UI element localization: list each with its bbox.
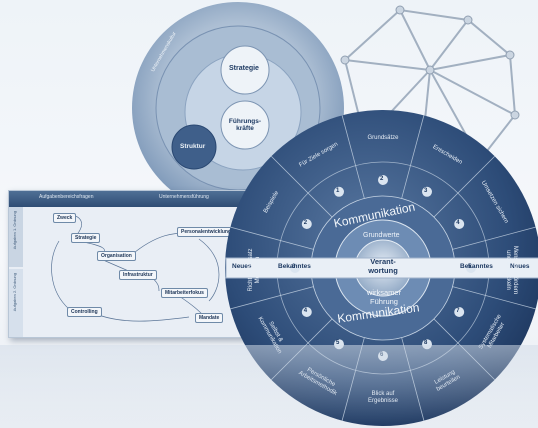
top-wheel-strategie-label: Strategie	[229, 65, 259, 72]
segment-number-dot	[290, 263, 300, 273]
axis-left-inner: Bekanntes	[278, 263, 311, 270]
wheel-spoke	[452, 286, 536, 310]
lower-label: wirksamer Führung	[366, 288, 402, 306]
axis-band	[225, 257, 538, 279]
segment-number: 1	[336, 187, 340, 194]
segment-number: 4	[456, 220, 460, 226]
wheel-spoke	[270, 155, 333, 218]
segment-label: Richtige Einsatz Methoden	[248, 248, 261, 292]
segment-number: 3	[292, 264, 296, 270]
floor-reflection	[0, 345, 538, 428]
top-wheel-struktur-label: Struktur	[180, 143, 206, 150]
flow-node-zweck: Zweck	[53, 213, 77, 223]
flow-node-infrastruktur: Infrastruktur	[119, 270, 157, 280]
flow-node-strategie: Strategie	[71, 233, 101, 243]
segment-number: 5	[468, 264, 472, 270]
segment-number: 4	[303, 308, 308, 314]
segment-number: 2	[380, 176, 384, 182]
segment-number-dot	[301, 219, 312, 229]
flow-node-controlling: Controlling	[67, 307, 102, 317]
segment-number-dot	[378, 175, 388, 185]
flow-node-organisation: Organisation	[97, 251, 136, 261]
flow-chart-card: Aufgabenbereichsfragen Unternehmensführu…	[8, 190, 248, 338]
flow-node-mitarbeiterfokus: Mitarbeiterfokus	[161, 288, 208, 298]
wheel-spoke	[452, 226, 536, 250]
wheel-spoke	[230, 226, 314, 250]
wheel-spoke	[401, 115, 425, 199]
segment-number: 2	[303, 220, 308, 226]
flow-node-mandate: Mandate	[195, 313, 224, 323]
struktur-circle	[171, 124, 217, 170]
flow-header-right: Unternehmensführung	[159, 194, 209, 200]
flow-side-top: Aufgaben 1. Ordnung	[9, 207, 23, 267]
segment-label: Menschen fördern und entwickeln	[505, 245, 518, 295]
flow-chart-header: Aufgabenbereichsfragen Unternehmensführu…	[9, 191, 247, 207]
grundwerte-label: Grundwerte	[363, 232, 400, 239]
flow-side-bottom: Aufgaben 2. Ordnung	[9, 269, 23, 337]
axis-right-outer: Neues	[510, 263, 530, 270]
segment-number-dot	[334, 186, 344, 197]
segment-number: 8	[424, 340, 428, 347]
wheel-spoke	[230, 286, 314, 310]
flow-header-left: Aufgabenbereichsfragen	[39, 194, 94, 200]
segment-label: Grundsätze	[367, 135, 399, 141]
segment-number: 7	[456, 308, 460, 314]
wheel-spoke	[341, 115, 365, 199]
segment-number-dot	[454, 219, 465, 229]
axis-left-outer: Neues	[232, 263, 252, 270]
segment-number: 5	[336, 340, 340, 347]
segment-number-dot	[422, 186, 432, 197]
segment-number: 3	[424, 187, 428, 194]
segment-number-dot	[466, 263, 476, 273]
segment-number-dot	[301, 307, 312, 317]
center-label: Verant-wortung	[368, 257, 398, 275]
strategie-circle	[220, 45, 270, 95]
segment-number-dot	[454, 307, 465, 317]
top-wheel-fuehrung-label: Führungs-kräfte	[228, 118, 262, 132]
axis-right-inner: Bekanntes	[460, 263, 493, 270]
wheel-spoke	[433, 155, 496, 218]
fuehrungskraefte-circle	[220, 100, 270, 150]
